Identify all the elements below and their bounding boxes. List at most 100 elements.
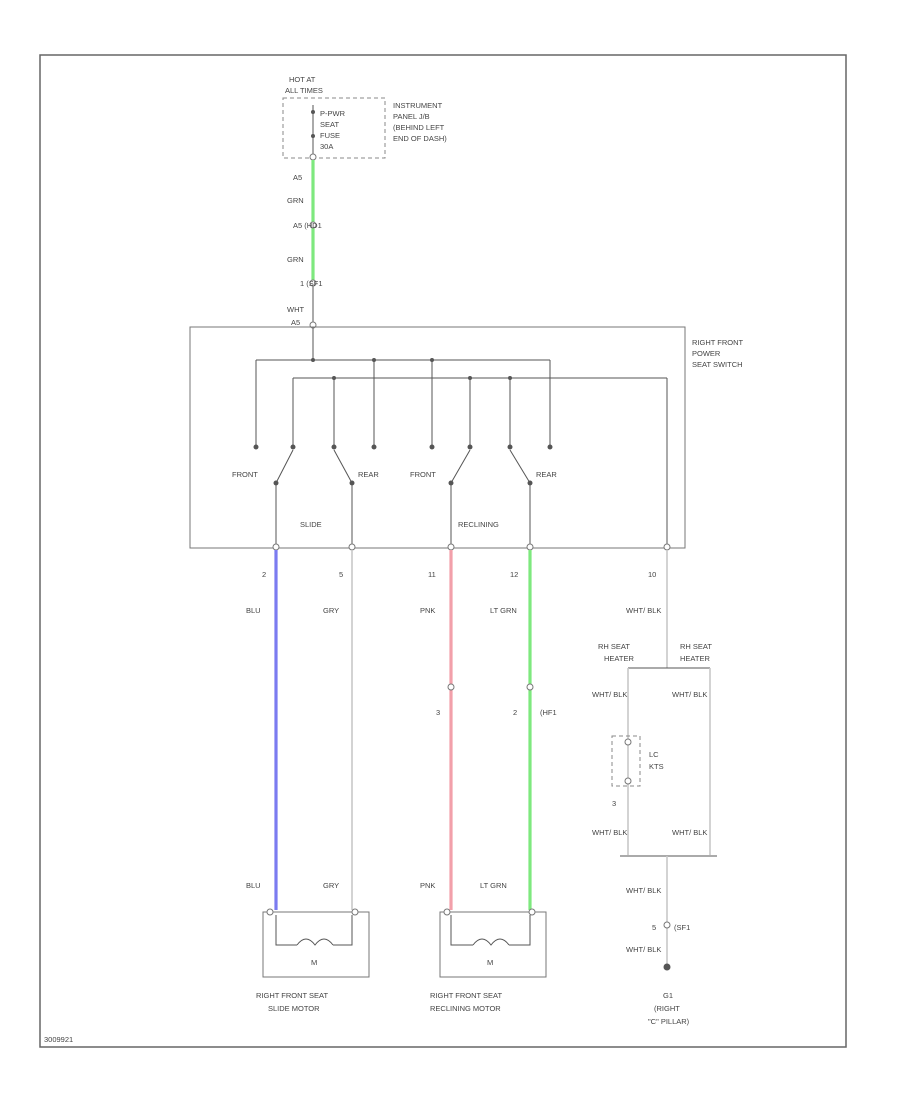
wire-color-label: WHT	[287, 305, 304, 314]
heater-connector	[611, 735, 641, 787]
heater-label: RH SEAT	[598, 642, 630, 651]
fuse-location: PANEL J/B	[393, 112, 430, 121]
pin-number: 10	[648, 570, 656, 579]
pin-number: 2	[513, 708, 517, 717]
contact-dot	[290, 444, 296, 450]
wire-color-label: BLU	[246, 606, 261, 615]
wire-color-label: PNK	[420, 606, 435, 615]
pin-label: A5	[291, 318, 300, 327]
slide-front-label: FRONT	[232, 470, 258, 479]
wire-color-label: WHT/ BLK	[626, 945, 661, 954]
pin-number: 5	[652, 923, 656, 932]
heater-label: RH SEAT	[680, 642, 712, 651]
connector-pin	[624, 738, 632, 746]
junction-dot	[468, 376, 472, 380]
motor-symbol: M	[487, 958, 493, 967]
heater-circuit: WHT/ BLK RH SEAT HEATER RH SEAT HEATER W…	[592, 550, 717, 857]
wire-color-label: WHT/ BLK	[672, 828, 707, 837]
connector-pin	[447, 683, 455, 691]
diagram-code: 3009921	[44, 1035, 73, 1044]
wire-color-label: GRN	[287, 196, 304, 205]
slide-motor-name: SLIDE MOTOR	[268, 1004, 320, 1013]
slide-rear-switch-arm	[333, 449, 353, 484]
pin-number: 3	[612, 799, 616, 808]
connector-label: 1 (SF1	[300, 279, 323, 288]
wire-color-label: GRY	[323, 606, 339, 615]
connector-pin	[447, 543, 455, 551]
connector-pin	[272, 543, 280, 551]
wire-color-label: WHT/ BLK	[672, 690, 707, 699]
wire-color-label: LT GRN	[480, 881, 507, 890]
junction-dot	[311, 358, 315, 362]
pin-number: 5	[339, 570, 343, 579]
fuse-location: END OF DASH)	[393, 134, 447, 143]
slide-motor-name: RIGHT FRONT SEAT	[256, 991, 329, 1000]
connector-pin	[663, 921, 671, 929]
contact-dot	[429, 444, 435, 450]
slide-rear-label: REAR	[358, 470, 379, 479]
ground-point-icon	[663, 963, 671, 971]
heater-label: HEATER	[604, 654, 634, 663]
connector-label: (HF1	[540, 708, 557, 717]
motor-lead	[275, 915, 353, 946]
ground-id: G1	[663, 991, 673, 1000]
wire-color-label: WHT/ BLK	[592, 690, 627, 699]
recline-front-label: FRONT	[410, 470, 436, 479]
diagram-frame	[39, 54, 847, 1048]
junction-dot	[508, 376, 512, 380]
switch-title: POWER	[692, 349, 721, 358]
fuse-box-outline	[282, 97, 386, 159]
fuse-box: HOT AT ALL TIMES P-PWR SEAT FUSE 30A INS…	[282, 75, 447, 161]
reclining-motor-outline	[439, 911, 547, 978]
motor-lead	[450, 915, 531, 946]
motor-symbol: M	[311, 958, 317, 967]
ground-circuit: WHT/ BLK 5 (SF1 WHT/ BLK G1 (RIGHT "C" P…	[626, 856, 690, 1026]
heater-label: HEATER	[680, 654, 710, 663]
pin-number: 11	[428, 570, 436, 579]
ground-location: "C" PILLAR)	[648, 1017, 690, 1026]
fuse-terminal	[311, 134, 315, 138]
fuse-location: (BEHIND LEFT	[393, 123, 445, 132]
pin-label: A5	[293, 173, 302, 182]
connector-pin	[309, 221, 317, 229]
connector-label: LC	[649, 750, 659, 759]
wire-color-label: WHT/ BLK	[626, 886, 661, 895]
junction-dot	[332, 376, 336, 380]
slide-motor: M RIGHT FRONT SEAT SLIDE MOTOR	[256, 908, 370, 1013]
connector-pin	[309, 279, 317, 287]
slide-motor-outline	[262, 911, 370, 978]
contact-dot	[253, 444, 259, 450]
reclining-label: RECLINING	[458, 520, 499, 529]
switch-module-outline	[189, 326, 686, 549]
connector-label: A5 (HD1	[293, 221, 322, 230]
hot-at-label: HOT AT	[289, 75, 316, 84]
feed-wire: A5 GRN A5 (HD1 GRN 1 (SF1 WHT A5	[287, 160, 323, 329]
fuse-terminal	[311, 110, 315, 114]
switch-title: SEAT SWITCH	[692, 360, 743, 369]
reclining-motor-name: RIGHT FRONT SEAT	[430, 991, 503, 1000]
connector-pin	[351, 908, 359, 916]
pin-number: 2	[262, 570, 266, 579]
contact-dot	[547, 444, 553, 450]
pin-number: 3	[436, 708, 440, 717]
wire-color-label: GRY	[323, 881, 339, 890]
connector-pin	[528, 908, 536, 916]
contact-dot	[371, 444, 377, 450]
connector-pin	[266, 908, 274, 916]
all-times-label: ALL TIMES	[285, 86, 323, 95]
motor-wires: BLU GRY PNK LT GRN 3 2 (HF1 BLU GRY PNK …	[246, 550, 557, 910]
wire-color-label: LT GRN	[490, 606, 517, 615]
connector-label: (SF1	[674, 923, 690, 932]
fuse-label: P-PWR	[320, 109, 346, 118]
wire-color-label: WHT/ BLK	[592, 828, 627, 837]
fuse-label: SEAT	[320, 120, 339, 129]
contact-dot	[467, 444, 473, 450]
recline-rear-label: REAR	[536, 470, 557, 479]
wire-color-label: BLU	[246, 881, 261, 890]
wire-color-label: WHT/ BLK	[626, 606, 661, 615]
motor-winding	[472, 938, 510, 946]
connector-pin	[348, 543, 356, 551]
connector-pin	[526, 683, 534, 691]
connector-pin	[309, 153, 317, 161]
